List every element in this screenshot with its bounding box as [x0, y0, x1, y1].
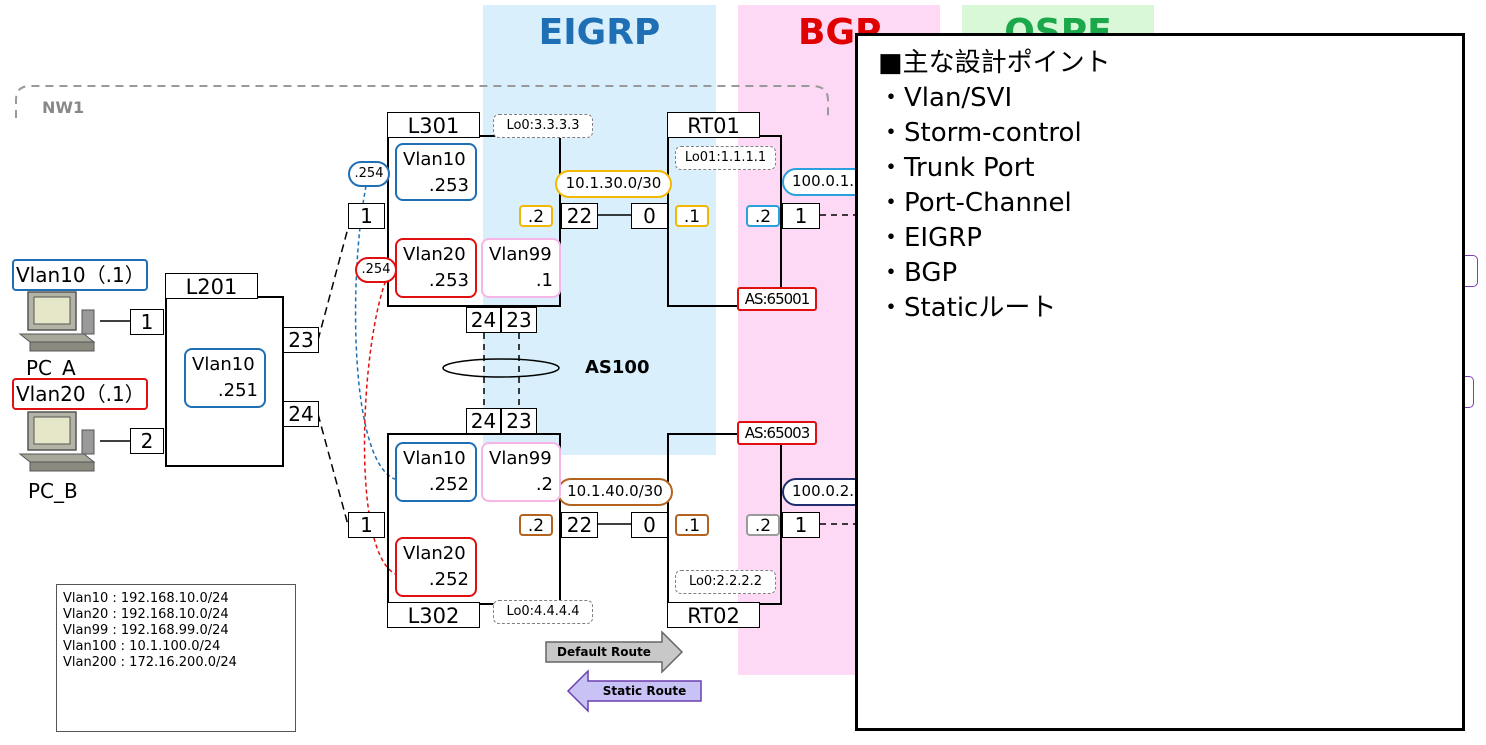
l302-vlan20: Vlan20.252	[395, 537, 477, 597]
vip-vlan20-curve	[363, 274, 399, 576]
port-channel-ellipse	[442, 358, 560, 378]
link-l201-l301	[317, 227, 349, 341]
l302-loopback: Lo0:4.4.4.4	[493, 600, 593, 624]
rt01-port-1: 1	[782, 203, 820, 229]
rt02-name: RT02	[667, 602, 760, 628]
design-point-item: ・EIGRP	[878, 223, 982, 253]
l301-vlan10: Vlan10.253	[395, 143, 477, 201]
as100-label: AS100	[585, 357, 650, 378]
rt01-as: AS:65001	[737, 287, 817, 311]
l302-vlan99: Vlan99.2	[481, 442, 561, 502]
design-point-item: ・Vlan/SVI	[878, 83, 1013, 113]
rt02-port-0: 0	[631, 512, 668, 538]
legend-item: Vlan200 : 172.16.200.0/24	[63, 655, 237, 670]
pc-b-icon	[18, 411, 96, 472]
l201-port-1: 1	[130, 309, 164, 335]
right-edge-bracket-2	[1462, 376, 1474, 408]
subnet-l301-rt01: 10.1.30.0/30	[555, 170, 672, 198]
l201-port-2: 2	[130, 428, 164, 454]
right-edge-bracket-1	[1462, 255, 1478, 287]
rt01-loopback: Lo01:1.1.1.1	[675, 146, 776, 170]
l201-port-23: 23	[283, 327, 319, 353]
design-point-item: ・Trunk Port	[878, 153, 1035, 183]
l201-vlan10: Vlan10.251	[184, 348, 266, 408]
legend-item: Vlan100 : 10.1.100.0/24	[63, 639, 221, 654]
l302-port-22: 22	[561, 512, 598, 538]
rt01-port1-addr: .2	[746, 205, 780, 227]
nw1-label: NW1	[42, 98, 85, 117]
subnet-l302-rt02: 10.1.40.0/30	[557, 478, 673, 506]
pc-a-vlan: Vlan10（.1）	[12, 259, 148, 291]
rt01-port-0: 0	[631, 203, 668, 229]
l302-vlan10: Vlan10.252	[395, 442, 477, 502]
rt02-port0-addr: .1	[675, 514, 709, 536]
design-point-item: ・BGP	[878, 258, 958, 288]
legend-item: Vlan99 : 192.168.99.0/24	[63, 623, 229, 638]
l302-port-1: 1	[348, 512, 385, 538]
l201-name: L201	[165, 273, 258, 299]
pc-a-name: PC_A	[26, 356, 76, 380]
l301-port-23: 23	[501, 307, 537, 333]
l301-vlan20: Vlan20.253	[395, 238, 477, 298]
design-points-title: ■主な設計ポイント	[878, 48, 1111, 78]
l301-port-24: 24	[466, 307, 501, 333]
pc-a-icon	[18, 291, 96, 352]
vip-vlan20: .254	[355, 257, 397, 283]
l301-port-1: 1	[348, 203, 385, 229]
static-route-label: Static Route	[602, 684, 687, 698]
pc-b-name: PC_B	[28, 479, 78, 503]
static-route-arrow	[566, 669, 702, 713]
l201-port-24: 24	[283, 401, 319, 427]
design-point-item: ・Port-Channel	[878, 188, 1072, 218]
eigrp-zone	[483, 5, 716, 455]
l302-name: L302	[387, 602, 480, 628]
legend-item: Vlan20 : 192.168.10.0/24	[63, 607, 229, 622]
l302-port22-addr: .2	[519, 514, 553, 536]
default-route-arrow	[545, 630, 684, 674]
l301-port-22: 22	[561, 203, 598, 229]
rt01-name: RT01	[667, 112, 760, 138]
vip-vlan10: .254	[348, 161, 390, 187]
rt02-loopback: Lo0:2.2.2.2	[675, 570, 776, 594]
l301-name: L301	[387, 112, 480, 138]
link-l201-l302	[317, 413, 349, 526]
rt01-port0-addr: .1	[675, 205, 709, 227]
rt02-port-1: 1	[782, 512, 820, 538]
legend-item: Vlan10 : 192.168.10.0/24	[63, 591, 229, 606]
eigrp-title: EIGRP	[538, 12, 661, 53]
l301-loopback: Lo0:3.3.3.3	[493, 114, 593, 138]
default-route-label: Default Route	[557, 645, 651, 659]
l302-port-23: 23	[501, 408, 537, 434]
design-point-item: ・Storm-control	[878, 118, 1082, 148]
rt02-port1-addr: .2	[746, 514, 780, 536]
l302-port-24: 24	[466, 408, 501, 434]
l301-vlan99: Vlan99.1	[481, 238, 561, 298]
nw1-boundary	[15, 85, 829, 118]
design-points-panel: ■主な設計ポイント ・Vlan/SVI ・Storm-control ・Trun…	[855, 33, 1465, 731]
rt02-as: AS:65003	[737, 421, 817, 445]
pc-b-vlan: Vlan20（.1）	[12, 378, 148, 410]
design-point-item: ・Staticルート	[878, 293, 1057, 323]
vlan-legend: Vlan10 : 192.168.10.0/24 Vlan20 : 192.16…	[56, 584, 296, 732]
l301-port22-addr: .2	[519, 205, 553, 227]
